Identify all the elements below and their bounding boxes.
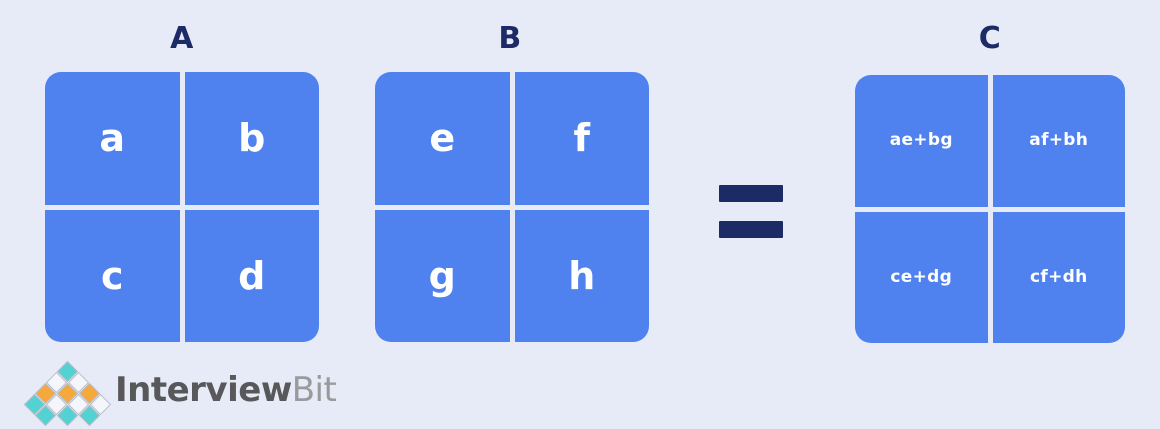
brand-logo: InterviewBit (23, 360, 337, 427)
matrix-c-cell-r2c1: ce+dg (855, 211, 988, 343)
matrix-b-cell-r1c1: e (375, 72, 510, 205)
matrix-a-cell-r2c1: c (45, 209, 180, 342)
matrix-b-cell-r2c2: h (514, 209, 649, 342)
matrix-a-cell-r1c1: a (45, 72, 180, 205)
matrix-c-cell-r2c2: cf+dh (992, 211, 1125, 343)
matrix-a-cell-r1c2: b (184, 72, 319, 205)
matrix-c-cell-r1c2: af+bh (992, 75, 1125, 207)
interviewbit-diamond-pyramid-icon (23, 360, 112, 427)
equals-icon-bar-bottom (719, 221, 783, 238)
matrix-b: e f g h (375, 72, 649, 342)
matrix-c: ae+bg af+bh ce+dg cf+dh (855, 75, 1125, 343)
matrix-a-cell-r2c2: d (184, 209, 319, 342)
brand-wordmark-secondary: Bit (291, 370, 337, 410)
matrix-a-label: A (170, 21, 194, 56)
matrix-b-label: B (498, 21, 522, 56)
brand-wordmark: InterviewBit (115, 370, 337, 410)
matrix-a: a b c d (45, 72, 319, 342)
matrix-b-cell-r2c1: g (375, 209, 510, 342)
equals-icon (719, 185, 783, 245)
equals-icon-bar-top (719, 185, 783, 202)
matrix-c-label: C (978, 21, 1002, 56)
matrix-b-cell-r1c2: f (514, 72, 649, 205)
matrix-c-cell-r1c1: ae+bg (855, 75, 988, 207)
brand-wordmark-primary: Interview (115, 370, 292, 410)
